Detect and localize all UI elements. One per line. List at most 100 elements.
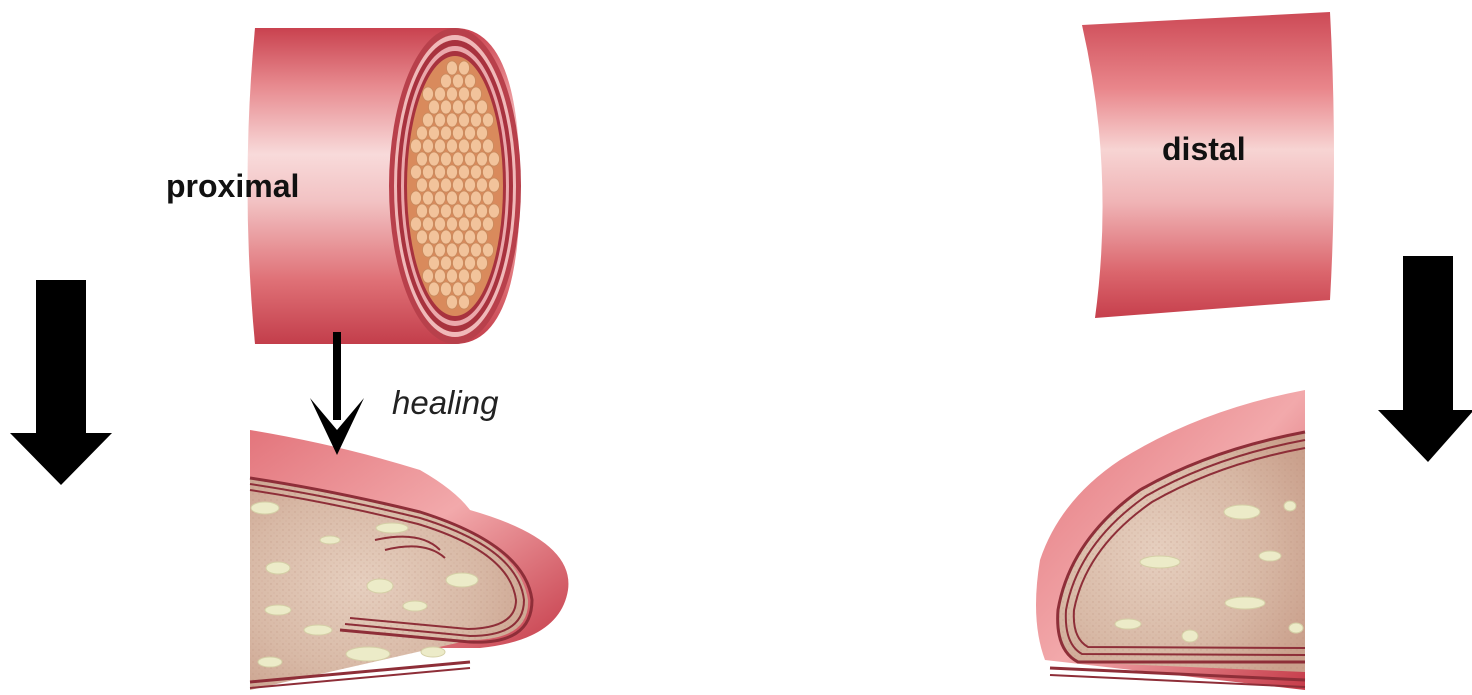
fascicle	[471, 139, 482, 153]
right-down-arrow-icon	[1378, 256, 1472, 462]
fascicle	[417, 204, 428, 218]
fascicle	[471, 269, 482, 283]
fascicle	[459, 139, 470, 153]
fascicle	[429, 204, 440, 218]
fascicle	[441, 256, 452, 270]
fascicle	[429, 282, 440, 296]
fascicle	[429, 178, 440, 192]
fascicle	[453, 204, 464, 218]
fascicle	[471, 87, 482, 101]
fascicle	[447, 165, 458, 179]
fascicle	[477, 256, 488, 270]
fascicle	[483, 243, 494, 257]
fascicle	[483, 139, 494, 153]
fascicle	[453, 152, 464, 166]
fascicle	[429, 100, 440, 114]
fascicle	[459, 191, 470, 205]
fascicle	[435, 217, 446, 231]
fascicle	[483, 165, 494, 179]
fascicle	[429, 152, 440, 166]
fascicle	[435, 165, 446, 179]
fascicle	[471, 165, 482, 179]
fascicle	[465, 256, 476, 270]
fascicle	[483, 217, 494, 231]
fascicle	[447, 295, 458, 309]
fascicle	[423, 165, 434, 179]
fascicle	[417, 178, 428, 192]
fascicle	[483, 113, 494, 127]
fascicle	[453, 256, 464, 270]
fascicle	[441, 230, 452, 244]
fascicle	[465, 282, 476, 296]
fascicle	[441, 126, 452, 140]
fascicle	[453, 126, 464, 140]
distal-neuroma	[1036, 390, 1305, 690]
fascicle	[477, 230, 488, 244]
fascicle	[459, 87, 470, 101]
fascicle	[435, 191, 446, 205]
fascicle	[447, 61, 458, 75]
fascicle	[417, 126, 428, 140]
fascicle	[417, 152, 428, 166]
fascicle	[435, 113, 446, 127]
fascicle	[459, 113, 470, 127]
fascicle	[465, 74, 476, 88]
distal-label: distal	[1162, 131, 1246, 167]
fascicle	[477, 100, 488, 114]
fascicle	[441, 152, 452, 166]
healing-label: healing	[392, 384, 499, 421]
fascicle	[447, 139, 458, 153]
fascicle	[429, 230, 440, 244]
fascicle	[471, 217, 482, 231]
fascicle	[459, 295, 470, 309]
fascicle	[465, 204, 476, 218]
fascicle	[447, 243, 458, 257]
fascicle	[447, 191, 458, 205]
fascicle	[459, 269, 470, 283]
fascicle	[453, 74, 464, 88]
fascicle	[423, 191, 434, 205]
fascicle	[435, 269, 446, 283]
fascicle	[453, 178, 464, 192]
fascicle	[441, 282, 452, 296]
fascicle	[459, 217, 470, 231]
fascicle	[471, 113, 482, 127]
proximal-neuroma	[250, 430, 568, 690]
fascicle	[423, 217, 434, 231]
fascicle	[423, 139, 434, 153]
fascicle	[423, 243, 434, 257]
fascicle	[489, 178, 500, 192]
fascicle	[441, 204, 452, 218]
fascicle	[465, 178, 476, 192]
fascicle	[483, 191, 494, 205]
fascicle	[447, 217, 458, 231]
fascicle	[411, 191, 422, 205]
healing-arrow-icon	[310, 332, 364, 455]
fascicle	[465, 100, 476, 114]
fascicle	[477, 152, 488, 166]
fascicle	[447, 113, 458, 127]
fascicle	[435, 139, 446, 153]
fascicle	[441, 100, 452, 114]
fascicle	[423, 113, 434, 127]
fascicle	[441, 178, 452, 192]
fascicle	[459, 243, 470, 257]
proximal-label: proximal	[166, 168, 299, 204]
fascicle	[465, 126, 476, 140]
fascicle	[411, 165, 422, 179]
fascicle	[423, 269, 434, 283]
fascicle	[477, 178, 488, 192]
fascicle	[411, 139, 422, 153]
fascicle	[453, 230, 464, 244]
fascicle	[489, 204, 500, 218]
fascicle	[447, 87, 458, 101]
fascicle	[429, 256, 440, 270]
fascicle	[453, 282, 464, 296]
fascicle	[465, 230, 476, 244]
fascicle	[489, 152, 500, 166]
fascicle	[435, 87, 446, 101]
fascicle	[417, 230, 428, 244]
fascicle	[435, 243, 446, 257]
fascicle	[465, 152, 476, 166]
